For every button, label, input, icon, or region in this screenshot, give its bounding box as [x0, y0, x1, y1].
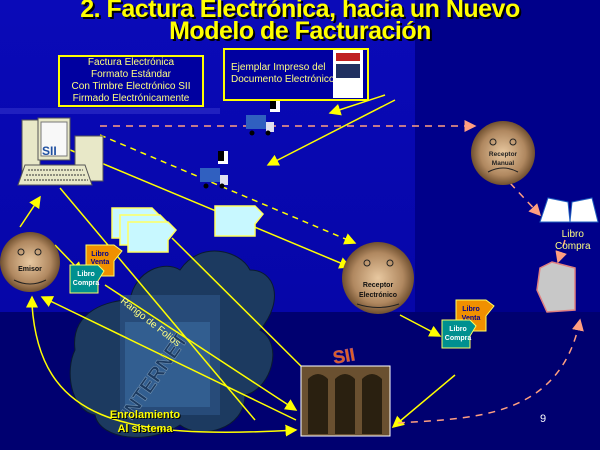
dashed-arrow-sii-archivo — [397, 318, 584, 424]
slide-title: 2. Factura Electrónica, hacia un Nuevo M… — [0, 0, 600, 45]
arrow-enrolamiento — [31, 304, 298, 437]
receptor-electronico-label-2: Electrónico — [359, 292, 397, 299]
open-book-icon — [539, 197, 599, 223]
svg-text:Venta: Venta — [462, 315, 481, 322]
svg-text:Libro: Libro — [449, 326, 467, 333]
svg-text:Venta: Venta — [91, 259, 110, 266]
decor-band — [0, 108, 220, 114]
callout-line: Firmado Electrónicamente — [72, 93, 190, 104]
document-icon — [270, 99, 280, 112]
emisor-label: Emisor — [18, 266, 42, 273]
dashed-arrow-receptor-electronico — [99, 134, 357, 245]
page-number: 9 — [540, 413, 547, 425]
svg-text:Libro: Libro — [91, 251, 109, 258]
arrow-pc-receptor — [62, 146, 352, 269]
svg-text:Compra: Compra — [73, 280, 100, 287]
arrow-print-1 — [328, 94, 386, 116]
callout-line: Con Timbre Electrónico SII — [71, 81, 191, 92]
dashed-arrow-librocompra — [555, 239, 567, 264]
receptor-electronico-label-1: Receptor — [363, 282, 394, 289]
sii-logo: SII — [331, 344, 356, 368]
title-line-1: 2. Factura Electrónica, hacia un Nuevo — [80, 0, 520, 23]
sii-building: SII — [300, 344, 391, 437]
computer-icon: SII — [17, 117, 104, 186]
callout-line: Ejemplar Impreso del — [231, 62, 326, 73]
arrow-pc-sii — [59, 187, 256, 421]
invoice-callout: Factura Electrónica Formato Estándar Con… — [58, 55, 204, 107]
arrows — [19, 94, 456, 437]
callout-line: Factura Electrónica — [87, 57, 175, 68]
receptor-manual-node: Receptor Manual — [471, 121, 535, 185]
enrolamiento-line-1: Enrolamiento — [109, 409, 181, 421]
libro-compra-line-2: Compra — [555, 241, 591, 252]
arrow-print-2 — [266, 99, 396, 166]
emisor-node: Emisor — [0, 232, 60, 292]
svg-text:Compra: Compra — [445, 335, 472, 342]
svg-text:SII: SII — [42, 144, 57, 158]
callout-line: Documento Electrónico — [231, 74, 335, 85]
arrow-receptor-libros — [399, 314, 442, 337]
receptor-manual-label-1: Receptor — [489, 151, 518, 158]
arrow-folios-sii — [171, 237, 317, 382]
svg-text:Libro: Libro — [77, 271, 95, 278]
truck-icon — [246, 115, 274, 136]
receptor-electronico-node: Receptor Electrónico — [342, 242, 414, 314]
printed-document-thumbnail — [333, 50, 363, 98]
callout-line: Formato Estándar — [90, 69, 172, 80]
libro-compra-line-1: Libro — [561, 229, 584, 240]
title-line-2: Modelo de Facturación — [169, 17, 431, 45]
libro-compra-label: Libro Compra — [555, 229, 591, 253]
archive-icon — [536, 261, 576, 313]
arrow-libros-sii — [104, 284, 298, 411]
dashed-arrows — [100, 120, 584, 424]
internet-cloud: INTERNET — [69, 250, 275, 438]
arrow-emisor-pc — [19, 195, 41, 228]
enrolamiento-line-2: Al sistema — [117, 423, 173, 435]
arrow-libros2-sii — [391, 374, 456, 428]
svg-text:Libro: Libro — [462, 306, 480, 313]
print-callout: Ejemplar Impreso del Documento Electróni… — [223, 48, 369, 101]
document-icon — [218, 151, 228, 164]
receptor-manual-label-2: Manual — [492, 160, 515, 167]
electronic-documents — [111, 205, 265, 253]
arrow-sii-emisor — [40, 296, 297, 421]
truck-icon — [200, 168, 228, 189]
enrolamiento-label: Enrolamiento Al sistema — [95, 408, 195, 436]
